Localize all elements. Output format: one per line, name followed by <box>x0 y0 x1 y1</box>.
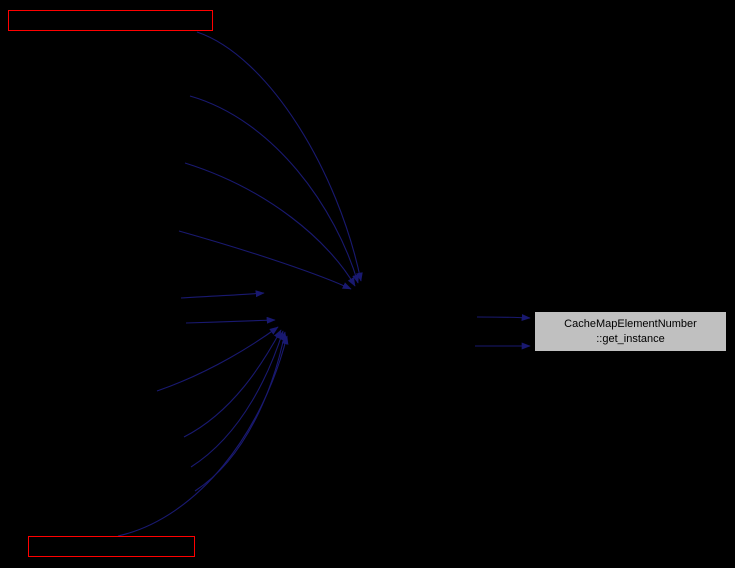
graph-node-get-instance[interactable]: CacheMapElementNumber ::get_instance <box>535 312 726 351</box>
call-edge-from-bottom-box <box>117 335 289 537</box>
call-edge-lower-2 <box>156 326 279 392</box>
node-label-line1: CacheMapElementNumber <box>564 317 697 330</box>
call-edge-lower-1 <box>185 316 276 324</box>
call-edge-upper-3 <box>184 162 356 287</box>
call-edge-from-top-box <box>196 31 363 282</box>
call-edge-lower-4 <box>190 330 284 468</box>
node-label-line2: ::get_instance <box>596 332 665 345</box>
graph-node-top-left[interactable] <box>8 10 213 31</box>
call-edge-lower-3 <box>183 329 282 438</box>
call-edge-into-get-instance-1 <box>476 314 531 322</box>
graph-node-bottom-left[interactable] <box>28 536 195 557</box>
call-edge-upper-2 <box>189 95 360 284</box>
call-edge-upper-5 <box>180 290 265 299</box>
call-edge-upper-4 <box>178 230 352 290</box>
call-edge-lower-5 <box>194 331 287 492</box>
